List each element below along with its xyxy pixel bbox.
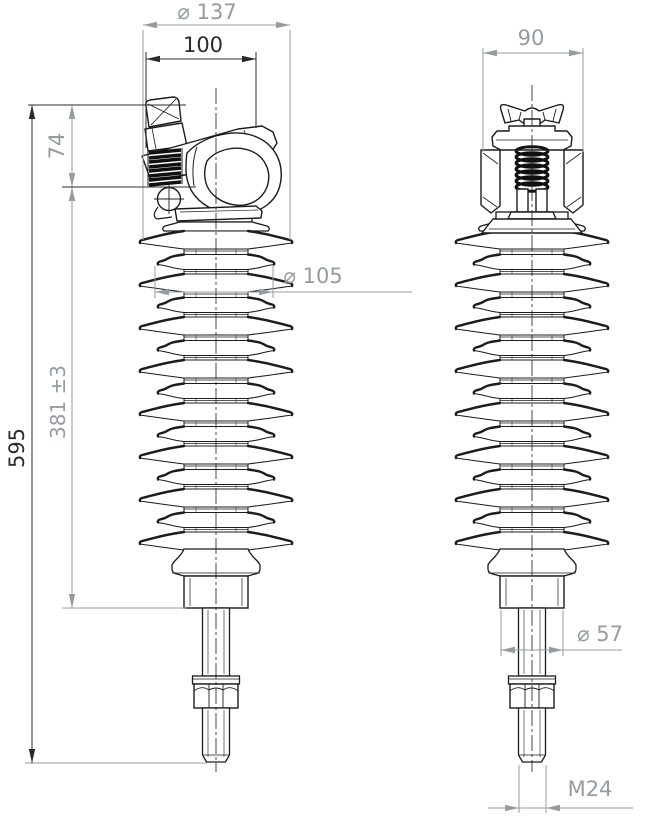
dimension-annotations-dark: 100 595: [5, 33, 257, 763]
clamp-leg-left: [516, 188, 529, 213]
clamp-leg-right: [535, 188, 548, 213]
dim-label-height-74: 74: [45, 133, 69, 160]
keeper-plate-left: [480, 149, 501, 214]
clamp-base-plate: [174, 205, 263, 222]
clamp-spring: [148, 148, 182, 187]
dimension-arrowheads-gray: [68, 21, 583, 812]
dim-label-width-100: 100: [183, 33, 223, 57]
dim-label-diameter-57: ⌀ 57: [577, 622, 623, 646]
dim-label-diameter-105: ⌀ 105: [283, 264, 342, 288]
dim-label-diameter-137: ⌀ 137: [177, 0, 236, 24]
dimension-annotations-gray: ⌀ 137 90 74 ⌀ 105 381 ±3 ⌀ 57 M24: [25, 0, 633, 813]
dim-label-thread-m24: M24: [568, 777, 613, 801]
insulator-side-view: [454, 211, 610, 763]
clamp-hook-eye: [204, 147, 270, 207]
keeper-plate-right: [563, 149, 584, 214]
dim-label-height-595: 595: [5, 428, 29, 468]
centerlines: [215, 85, 533, 772]
dim-label-width-90: 90: [518, 26, 545, 50]
dimension-arrowheads-dark: [28, 55, 256, 763]
line-clamp-front-view: [141, 96, 282, 222]
dim-label-length-381: 381 ±3: [46, 365, 70, 439]
